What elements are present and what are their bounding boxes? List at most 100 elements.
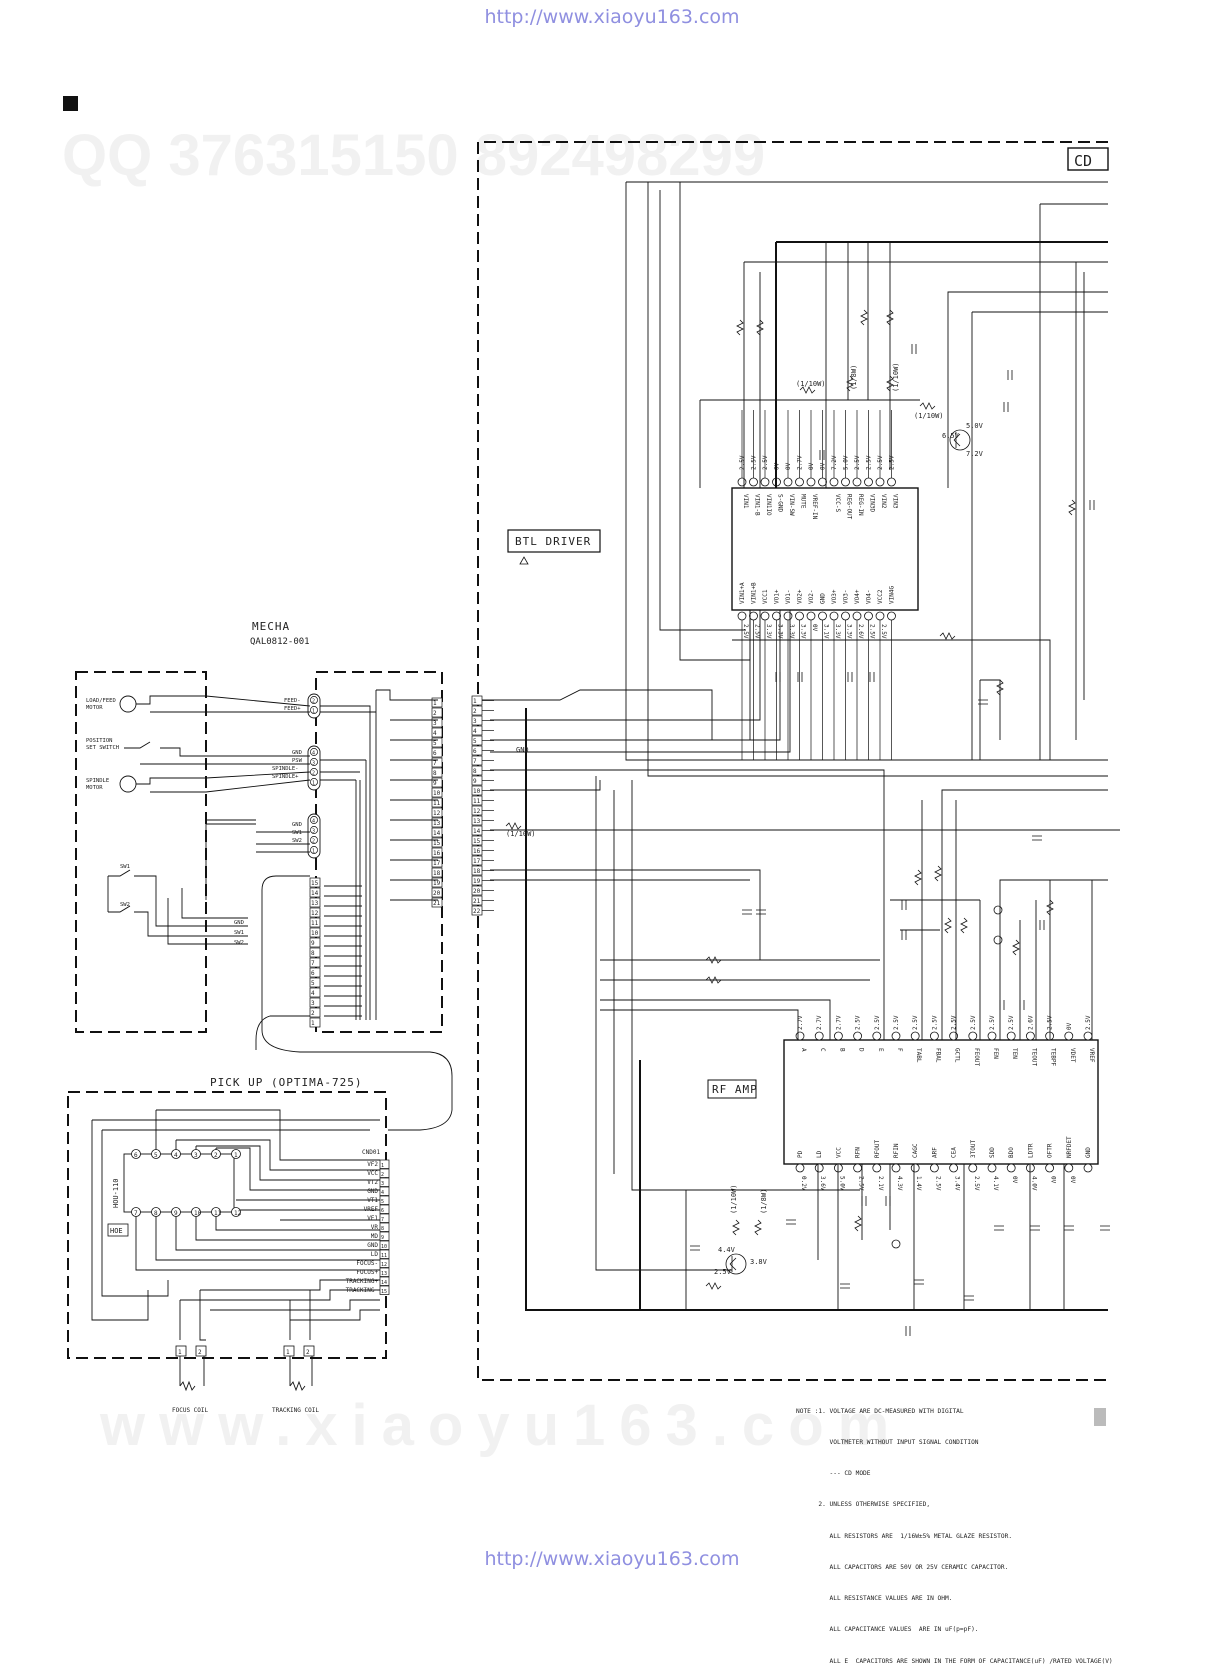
rf-bottom-pin [930,1163,939,1173]
rf-top-pin [1083,1031,1093,1041]
mecha-right-pin-number: 13 [433,820,441,827]
rf-bottom-pin [949,1163,958,1173]
mecha-right-pin [431,847,443,858]
mecha-left-pin-number: 10 [311,930,319,937]
pickup-ic-pin [211,1207,221,1217]
pickup-ic-pin [171,1207,181,1217]
sw2-label-c: SW2 [292,838,302,844]
cd-connector-pin-number: 11 [473,798,481,805]
btl-bottom-pin-label: VIN4G [889,586,896,604]
mecha-right-pin [431,707,443,718]
mecha-right-pin-number: 11 [433,800,441,807]
rf-top-pin [834,1031,843,1041]
pickup-ic-pin-number: 2 [214,1152,218,1159]
coil-connector-pin-number: 2 [306,1349,310,1356]
mecha-right-pin [431,747,443,758]
footer-url[interactable]: http://www.xiaoyu163.com [484,1548,740,1570]
header-url[interactable]: http://www.xiaoyu163.com [484,6,740,28]
mecha-plug-pin-number: 1 [312,781,315,787]
pickup-connector-pin-number: 2 [381,1172,384,1178]
psw-label: PSW [292,758,303,764]
mecha-right-pin-number: 2 [433,710,437,717]
rf-top-pin-label: TEBPF [1050,1048,1057,1066]
mecha-left-pin-number: 13 [311,900,319,907]
mecha-left-pin [309,897,321,908]
mecha-plug-pin-number: 4 [312,819,315,825]
pickup-connector-pin [379,1240,390,1250]
feed-plus-label: FEED+ [284,706,301,712]
mecha-right-pin [431,697,443,708]
coil-connector-pin [303,1345,315,1357]
schematic-diagram: CD BTL DRIVER VIN12.5VVIN1-B2.5VVIN1IO2.… [63,96,1120,1426]
btl-top-pin-label: REG-IN [857,494,864,516]
pickup-connector-pin [379,1186,390,1196]
sw2-label-d: SW2 [234,940,244,946]
mecha-left-pin [309,957,321,968]
note-line: NOTE :1. VOLTAGE ARE DC-MEASURED WITH DI… [796,1407,964,1415]
mecha-left-pin [309,1007,321,1018]
rf-top-volt: 2.5V [1085,1015,1092,1030]
rf-bottom-volt: 2.5V [934,1176,941,1191]
pickup-ic-pin-number: 10 [194,1210,202,1217]
mecha-left-pin [309,997,321,1008]
resistor-note-7: (1/8W) [760,1189,768,1214]
rf-bottom-volt: 2.5V [973,1176,980,1191]
mecha-right-pin [431,827,443,838]
rf-bottom-pin [872,1163,882,1173]
rf-top-pin [968,1031,978,1041]
rf-top-pin [872,1031,882,1041]
resistor-note-4: (1/10W) [914,412,944,420]
btl-bottom-pin-label: VO2- [808,590,815,604]
mecha-plug-pin [310,846,318,854]
mecha-right-pin [431,807,443,818]
pickup-ic-pin-number: 1 [234,1152,238,1159]
pickup-connector-name: CND01 [362,1149,380,1156]
gnd-label: GND [516,746,529,754]
mecha-connector: 1234567891011121314151617181920211514131… [307,693,443,1028]
mecha-plug-pin-number: 3 [312,829,315,835]
cd-connector-pin-number: 8 [473,768,477,775]
q1-emitter-voltage: 5.0V [966,422,984,430]
btl-bottom-volt: 3.3V [765,624,772,639]
mecha-plug-pin-number: 2 [312,839,315,845]
focus-coil-label: FOCUS COIL [172,1407,209,1414]
btl-bottom-pin [806,611,816,621]
mecha-plug-pin-number: 2 [312,771,315,777]
rf-top-volt: 2.5V [951,1015,958,1030]
pickup-connector-pin-number: 15 [381,1289,387,1295]
btl-top-pin-label: REG-OUT [846,494,853,520]
mecha-plug [307,745,321,791]
cd-connector-pin-number: 16 [473,848,481,855]
mecha-left-pin [309,937,321,948]
btl-top-pin-label: VIN2 [880,494,887,509]
btl-bottom-pin-label: VO4+ [854,589,861,604]
mecha-left-pin [309,1017,321,1028]
pickup-ic-pin-number: 8 [154,1210,158,1217]
cd-connector-pin-number: 5 [473,738,477,745]
cd-connector-pin-number: 2 [473,708,477,715]
resistor-note-2: (1/8W) [850,365,858,390]
rf-bottom-volt: 4.3V [896,1176,903,1191]
btl-top-volt: 2.7V [797,455,804,470]
rf-top-pin-label: TEN [1011,1048,1018,1059]
mecha-right-pin [431,737,443,748]
btl-bottom-pin [772,611,781,621]
cd-connector-pin-number: 14 [473,828,481,835]
cd-connector-pin-number: 12 [473,808,481,815]
rf-top-pin [910,1031,920,1041]
rf-bottom-pin-label: ARF [931,1147,938,1158]
rf-bottom-volt: 2.1V [877,1176,884,1191]
mecha-plug-pin [310,778,318,786]
btl-top-volt: 2.5V [751,455,758,470]
mecha-right-pin-number: 17 [433,860,441,867]
btl-top-pin-label: VIN3 [892,494,899,509]
cd-title-box [1067,147,1109,171]
cd-connector-pin-number: 15 [473,838,481,845]
q1-collector-voltage: 7.2V [966,450,984,458]
rf-bottom-pin-label: PD [797,1150,804,1158]
mecha-left-pin [309,967,321,978]
btl-bottom-pin-label: VO3+ [831,589,838,604]
hoe-box [107,1223,129,1237]
rf-bottom-pin-label: LD [816,1150,823,1158]
rf-bottom-pin [1064,1163,1074,1173]
